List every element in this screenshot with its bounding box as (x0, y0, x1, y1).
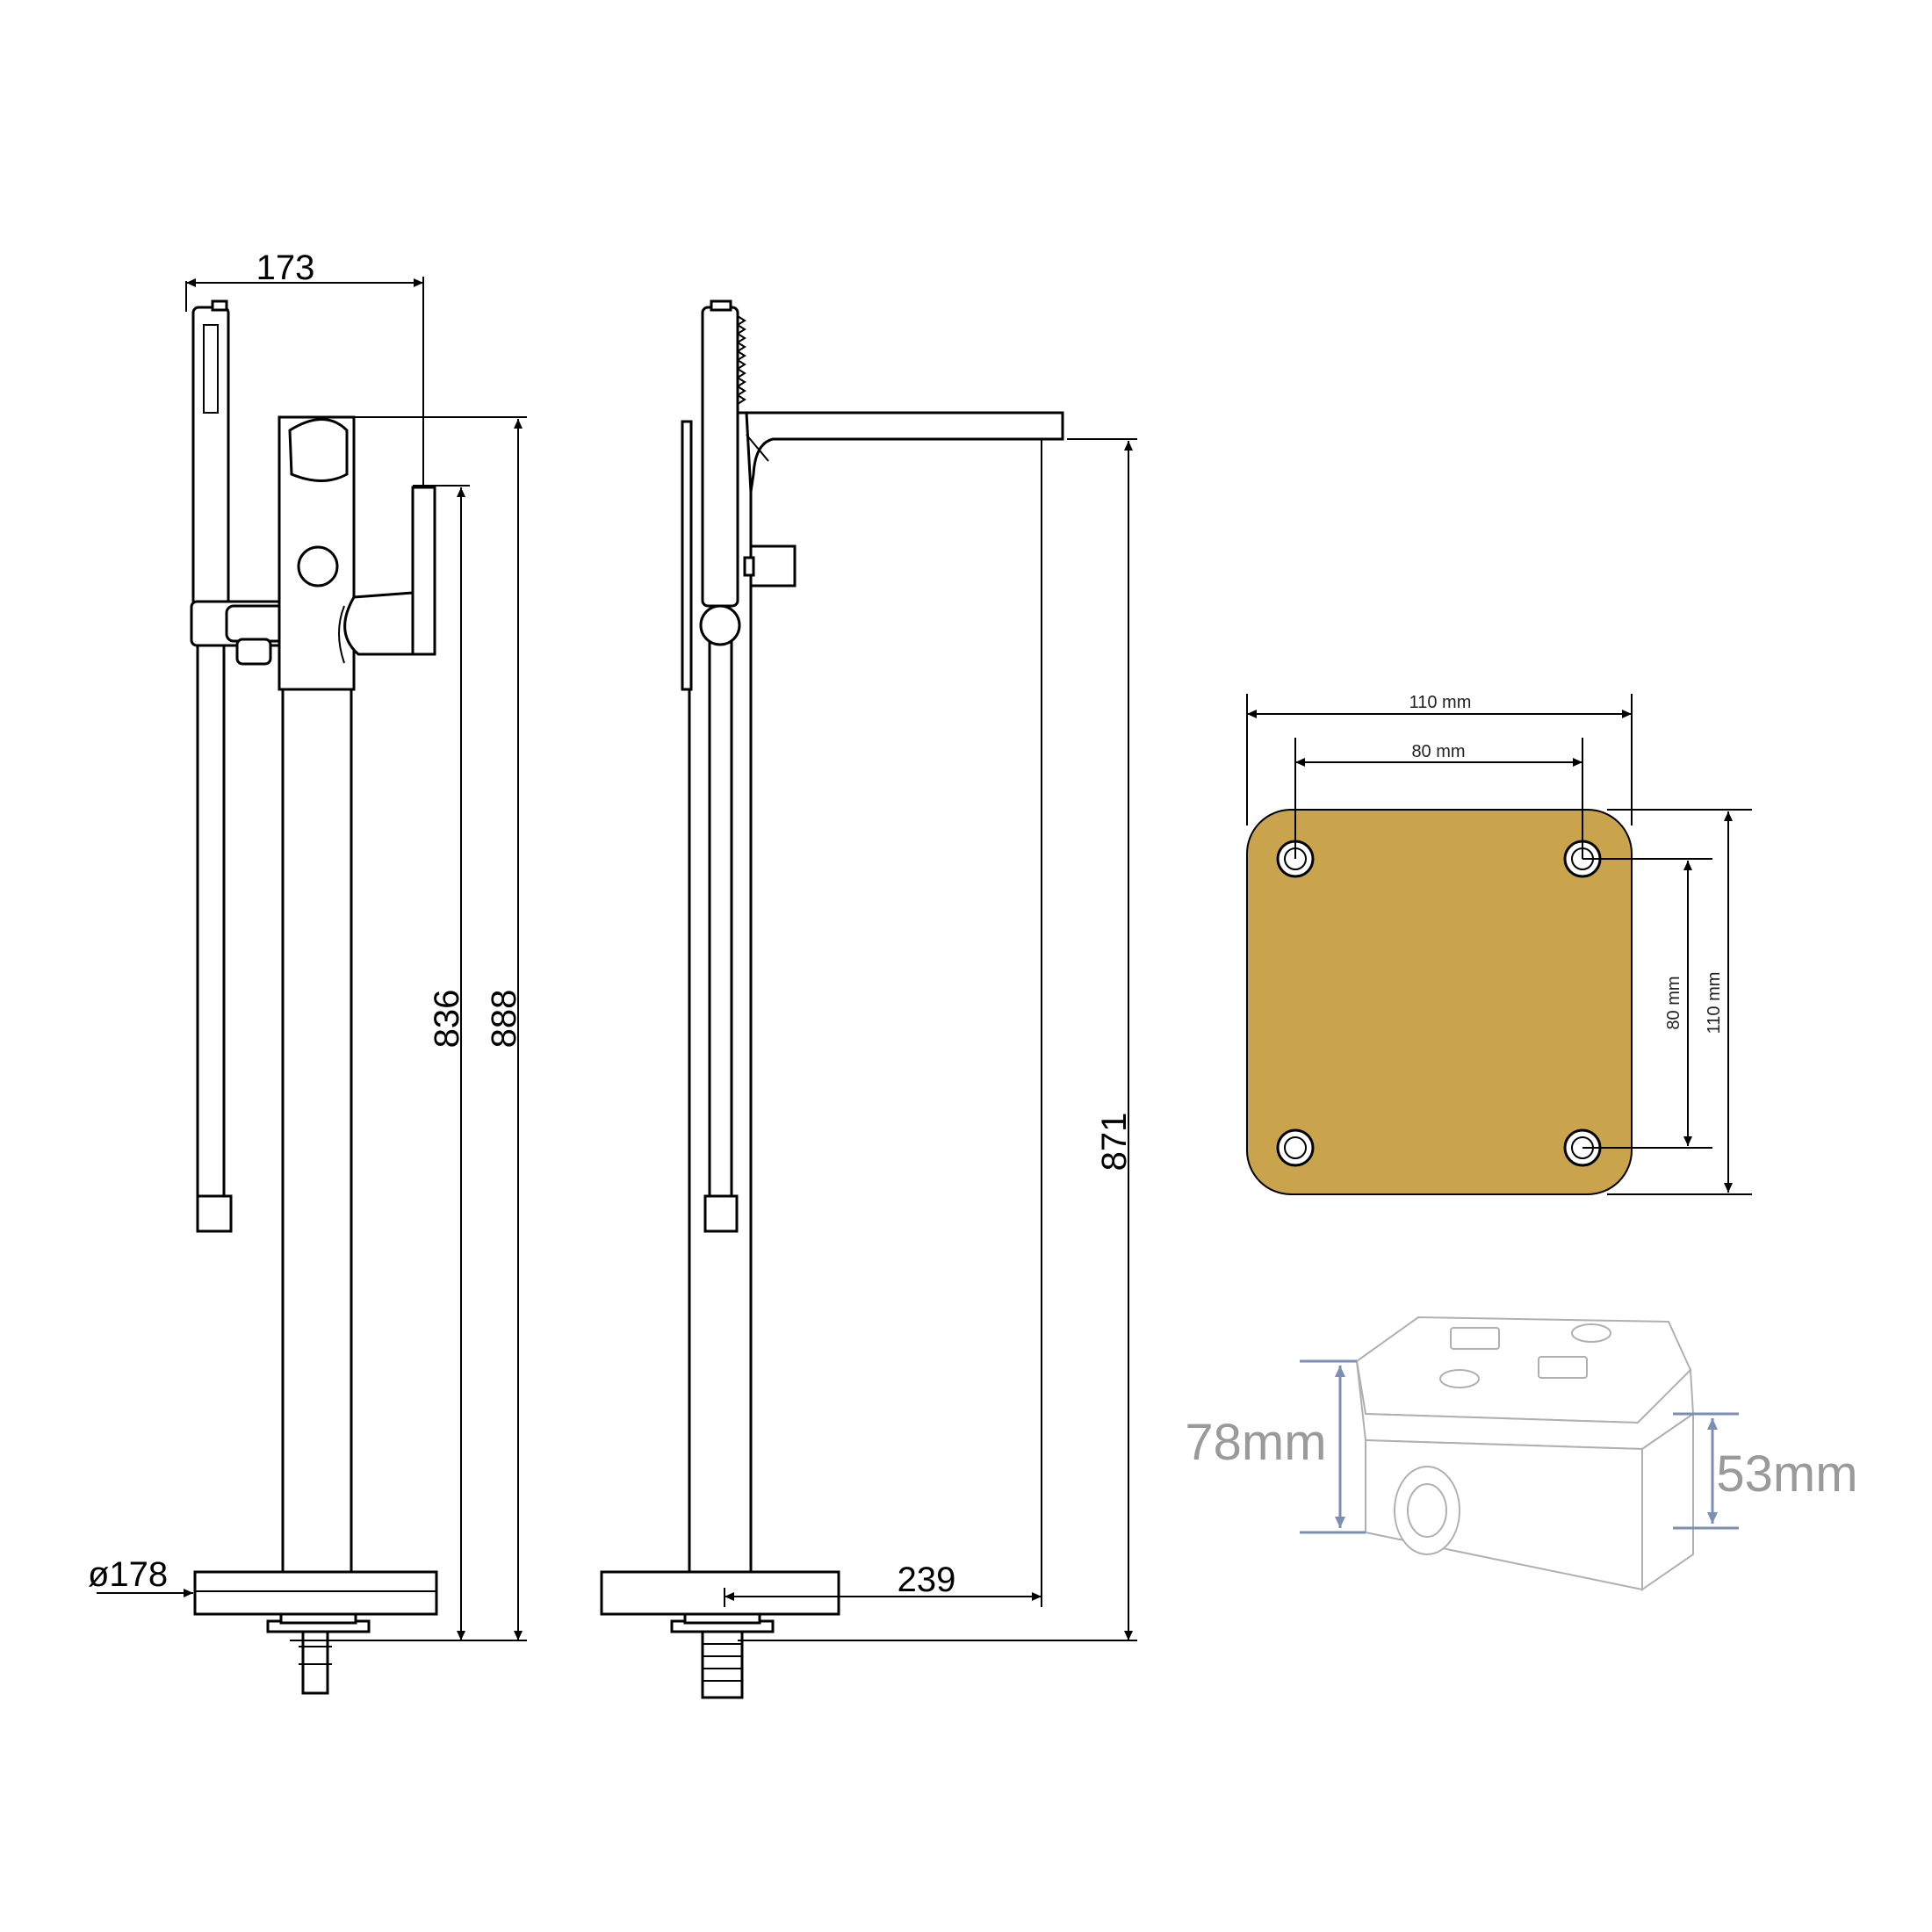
hand-shower (191, 299, 233, 1233)
front-base (193, 1570, 438, 1695)
plate-outer-height-label: 110 mm (1705, 972, 1724, 1034)
plate-hole-height-label: 80 mm (1664, 976, 1683, 1029)
dim-height-836: 836 (413, 485, 470, 1640)
diverter-knob (297, 545, 339, 588)
front-view: 173 836 888 ø178 (88, 249, 527, 1695)
plate-hole-width-label: 80 mm (1411, 742, 1465, 761)
mounting-plate-drawing: 110 mm 80 mm 80 mm 110 mm (1246, 693, 1752, 1195)
mixer-body (278, 415, 436, 1572)
dim-height-888: 888 (354, 416, 527, 1640)
height-888-label: 888 (485, 990, 523, 1049)
spout-reach-label: 239 (898, 1561, 956, 1599)
height-836-label: 836 (428, 990, 466, 1049)
side-view: 239 871 (600, 299, 1137, 1699)
side-body-and-spout (681, 411, 1064, 1572)
dim-width-173: 173 (185, 249, 424, 487)
mounting-hole (1276, 1128, 1315, 1167)
side-hand-shower (699, 299, 746, 1233)
plate-outer-width-label: 110 mm (1409, 693, 1472, 712)
shower-holder (190, 600, 290, 666)
width-label: 173 (256, 249, 315, 287)
base-diameter-label: ø178 (88, 1555, 168, 1594)
dim-base-diameter: ø178 (88, 1555, 193, 1597)
height-871-label: 871 (1095, 1113, 1134, 1171)
side-base (600, 1570, 840, 1699)
dim-spout-reach-239: 239 (724, 439, 1042, 1607)
junction-box-drawing: 78mm 53mm (1185, 1316, 1858, 1591)
box-body-height-label: 53mm (1716, 1445, 1857, 1503)
box-total-height-label: 78mm (1185, 1414, 1326, 1471)
mounting-plate (1246, 809, 1633, 1195)
dim-height-871: 871 (738, 438, 1137, 1641)
